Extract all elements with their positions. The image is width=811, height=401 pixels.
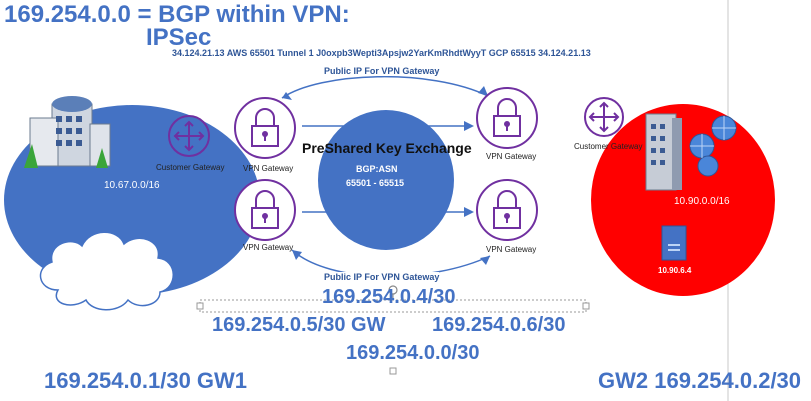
right-site-ellipse	[591, 104, 775, 296]
right-subnet: 10.90.0.0/16	[674, 196, 730, 207]
left-vpn-gateway-bottom: VPN Gateway	[243, 243, 294, 252]
tunnel-info: 34.124.21.13 AWS 65501 Tunnel 1 J0oxpb3W…	[172, 48, 591, 58]
title-line1: 169.254.0.0 = BGP within VPN:	[4, 1, 350, 28]
cloud-icon	[39, 231, 174, 311]
center-ellipse	[318, 110, 454, 250]
left-vpn-gateway-top: VPN Gateway	[243, 164, 294, 173]
title-line2: IPSec	[146, 24, 212, 51]
lock-icon	[476, 179, 538, 241]
lock-icon	[476, 87, 538, 149]
lock-icon	[234, 179, 296, 241]
preshared-key-heading: PreShared Key Exchange	[302, 140, 472, 156]
asn-range: 65501 - 65515	[346, 178, 405, 188]
address-gw-left: 169.254.0.5/30 GW	[212, 314, 386, 336]
server-icon	[645, 113, 737, 191]
server-icon	[661, 225, 687, 261]
lock-icon	[234, 97, 296, 159]
address-gw2: GW2 169.254.0.2/30	[598, 368, 802, 393]
address-gw-right: 169.254.0.6/30	[432, 314, 566, 336]
building-icon	[24, 96, 111, 168]
right-customer-gateway-label: Customer Gateway	[574, 142, 643, 151]
address-gw1: 169.254.0.1/30 GW1	[44, 368, 248, 393]
left-subnet: 10.67.0.0/16	[104, 180, 160, 191]
top-arrow-label: Public IP For VPN Gateway	[324, 66, 440, 76]
address-network: 169.254.0.0/30	[346, 342, 480, 364]
address-gw-tunnel: 169.254.0.4/30	[322, 286, 456, 308]
left-customer-gateway-label: Customer Gateway	[156, 163, 225, 172]
router-icon	[584, 97, 624, 137]
globe-icon	[689, 115, 737, 177]
bottom-arrow-label: Public IP For VPN Gateway	[324, 272, 440, 282]
host-ip: 10.90.6.4	[658, 266, 692, 275]
bgp-asn-label: BGP:ASN	[356, 164, 398, 174]
top-arrow	[281, 75, 489, 99]
right-vpn-gateway-top: VPN Gateway	[486, 152, 537, 161]
router-icon	[168, 115, 210, 157]
right-vpn-gateway-bottom: VPN Gateway	[486, 245, 537, 254]
